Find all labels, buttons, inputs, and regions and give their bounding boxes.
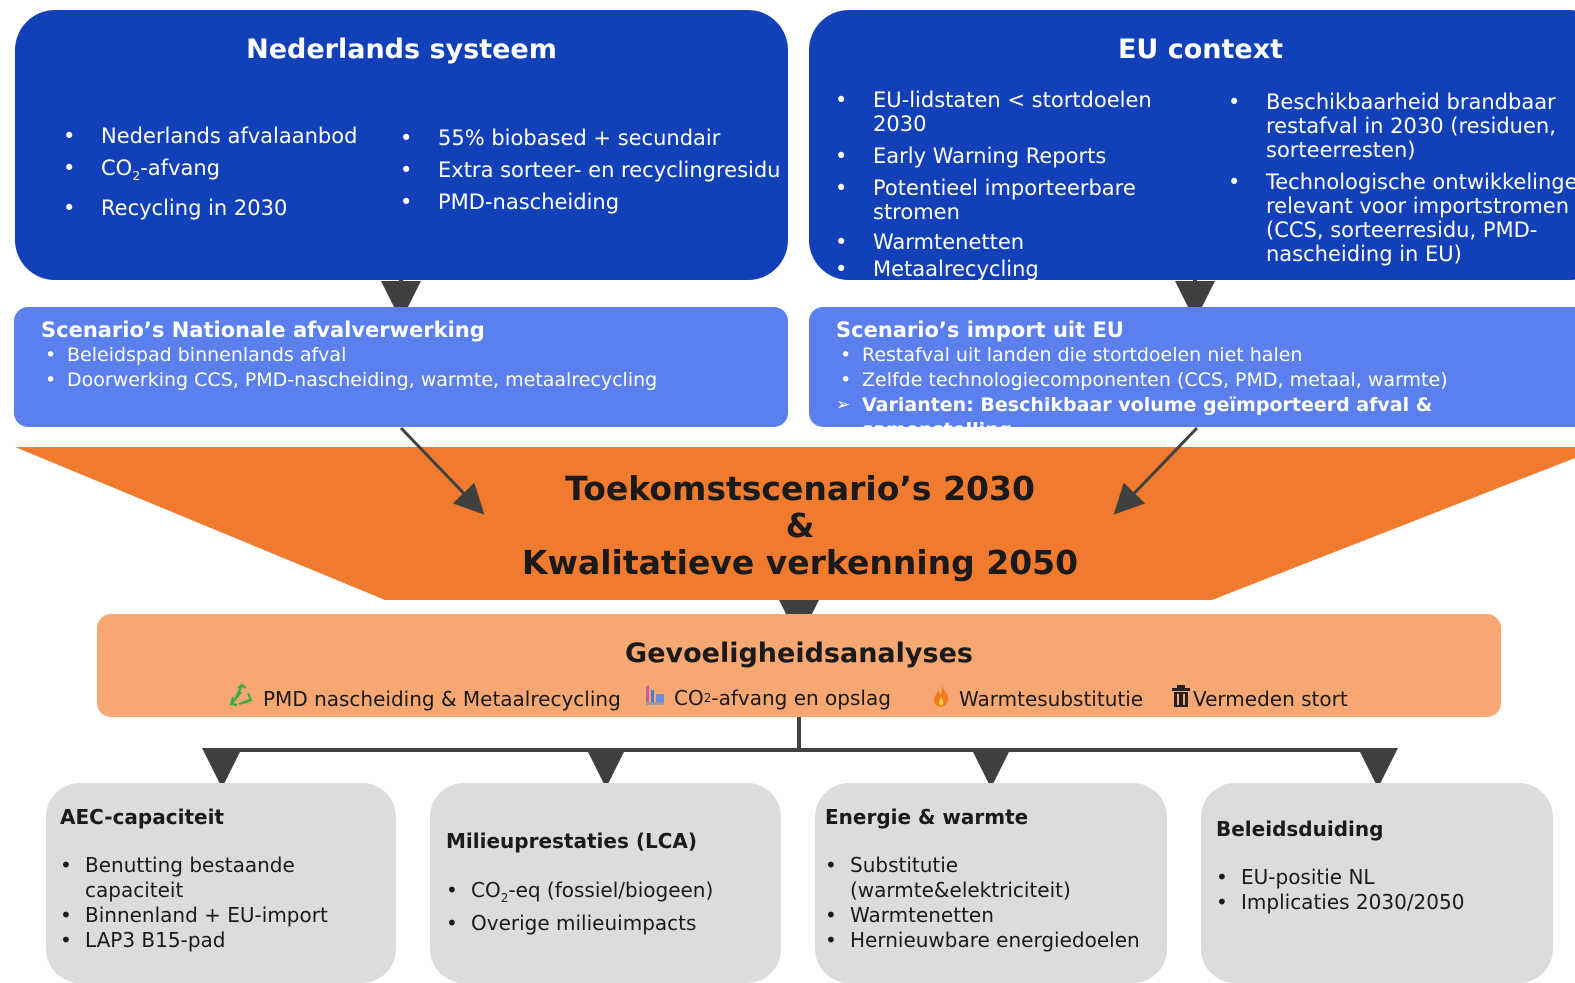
funnel-line-3: Kwalitatieve verkenning 2050 (521, 543, 1079, 582)
scenario-import-box: Scenario’s import uit EU Restafval uit l… (809, 307, 1575, 441)
output-title: Energie & warmte (825, 805, 1029, 829)
flame-icon (931, 684, 951, 713)
nl-right-list: 55% biobased + secundair Extra sorteer- … (400, 122, 781, 218)
list-item: Benutting bestaande capaciteit (60, 853, 396, 903)
list-item: Beleidspad binnenlands afval (41, 343, 657, 368)
list-item: Metaalrecycling (835, 257, 1203, 281)
output-list: Substitutie (warmte&elektriciteit) Warmt… (825, 853, 1167, 953)
list-item: Binnenland + EU-import (60, 903, 396, 928)
list-item: LAP3 B15-pad (60, 928, 396, 953)
factory-icon (644, 684, 666, 711)
scenario-import-list: Restafval uit landen die stortdoelen nie… (836, 343, 1575, 443)
list-item: Extra sorteer- en recyclingresidu (400, 154, 781, 186)
list-item: Nederlands afvalaanbod (63, 120, 357, 152)
scenario-national-box: Scenario’s Nationale afvalverwerking Bel… (14, 307, 788, 427)
output-list: EU-positie NL Implicaties 2030/2050 (1216, 865, 1464, 915)
list-item: Doorwerking CCS, PMD-nascheiding, warmte… (41, 368, 657, 393)
list-item: CO2-eq (fossiel/biogeen) (446, 878, 713, 911)
eu-left-list: EU-lidstaten < stortdoelen 2030 Early Wa… (835, 88, 1203, 281)
funnel-line-1: Toekomstscenario’s 2030 (565, 469, 1035, 508)
list-item-variant: Varianten: Beschikbaar volume geïmportee… (836, 393, 1575, 443)
list-item: Technologische ontwikkelingen relevant v… (1228, 170, 1575, 266)
list-item: Recycling in 2030 (63, 192, 357, 224)
funnel-line-2: & (785, 506, 815, 545)
list-item: CO2-afvang (63, 152, 357, 192)
list-item: Substitutie (warmte&elektriciteit) (825, 853, 1167, 903)
list-item: 55% biobased + secundair (400, 122, 780, 154)
scenario-import-title: Scenario’s import uit EU (836, 318, 1124, 342)
list-item: Overige milieuimpacts (446, 911, 713, 936)
nl-left-list: Nederlands afvalaanbod CO2-afvang Recycl… (63, 120, 357, 224)
scenario-national-list: Beleidspad binnenlands afval Doorwerking… (41, 343, 657, 393)
output-list: CO2-eq (fossiel/biogeen) Overige milieui… (446, 878, 713, 936)
sensitivity-item-pmd: PMD nascheiding & Metaalrecycling (229, 683, 621, 713)
output-policy-box: Beleidsduiding EU-positie NL Implicaties… (1201, 783, 1553, 983)
output-title: Milieuprestaties (LCA) (446, 829, 698, 853)
list-item: PMD-nascheiding (400, 186, 780, 218)
sensitivity-item-heat: Warmtesubstitutie (931, 684, 1143, 713)
nl-system-title: Nederlands systeem (246, 34, 557, 65)
eu-context-title: EU context (1117, 34, 1284, 65)
list-item: EU-lidstaten < stortdoelen 2030 (835, 88, 1203, 136)
list-item: Early Warning Reports (835, 144, 1203, 168)
sensitivity-item-landfill: Vermeden stort (1171, 684, 1348, 713)
sensitivity-title: Gevoeligheidsanalyses (625, 638, 973, 669)
list-item: Hernieuwbare energiedoelen (825, 928, 1167, 953)
funnel-heading: Toekomstscenario’s 2030 & Kwalitatieve v… (300, 470, 1300, 581)
output-list: Benutting bestaande capaciteit Binnenlan… (60, 853, 396, 953)
list-item: Potentieel importeerbare stromen (835, 176, 1143, 224)
list-item: Warmtenetten (835, 230, 1203, 254)
output-aec-box: AEC-capaciteit Benutting bestaande capac… (46, 783, 396, 983)
eu-right-list: Beschikbaarheid brandbaar restafval in 2… (1228, 90, 1575, 266)
list-item: Beschikbaarheid brandbaar restafval in 2… (1228, 90, 1556, 162)
list-item: Warmtenetten (825, 903, 1167, 928)
list-item: EU-positie NL (1216, 865, 1464, 890)
recycle-icon (229, 683, 255, 713)
eu-context-box: EU context EU-lidstaten < stortdoelen 20… (809, 10, 1575, 281)
trash-icon (1171, 684, 1191, 713)
output-title: AEC-capaciteit (60, 805, 224, 829)
list-item: Restafval uit landen die stortdoelen nie… (836, 343, 1575, 368)
output-title: Beleidsduiding (1216, 817, 1384, 841)
list-item: Zelfde technologiecomponenten (CCS, PMD,… (836, 368, 1575, 393)
nl-system-box: Nederlands systeem Nederlands afvalaanbo… (15, 10, 788, 280)
list-item: Implicaties 2030/2050 (1216, 890, 1464, 915)
scenario-national-title: Scenario’s Nationale afvalverwerking (41, 318, 485, 342)
sensitivity-box: Gevoeligheidsanalyses PMD nascheiding & … (97, 614, 1501, 717)
output-energy-box: Energie & warmte Substitutie (warmte&ele… (815, 783, 1167, 983)
output-lca-box: Milieuprestaties (LCA) CO2-eq (fossiel/b… (430, 783, 781, 983)
